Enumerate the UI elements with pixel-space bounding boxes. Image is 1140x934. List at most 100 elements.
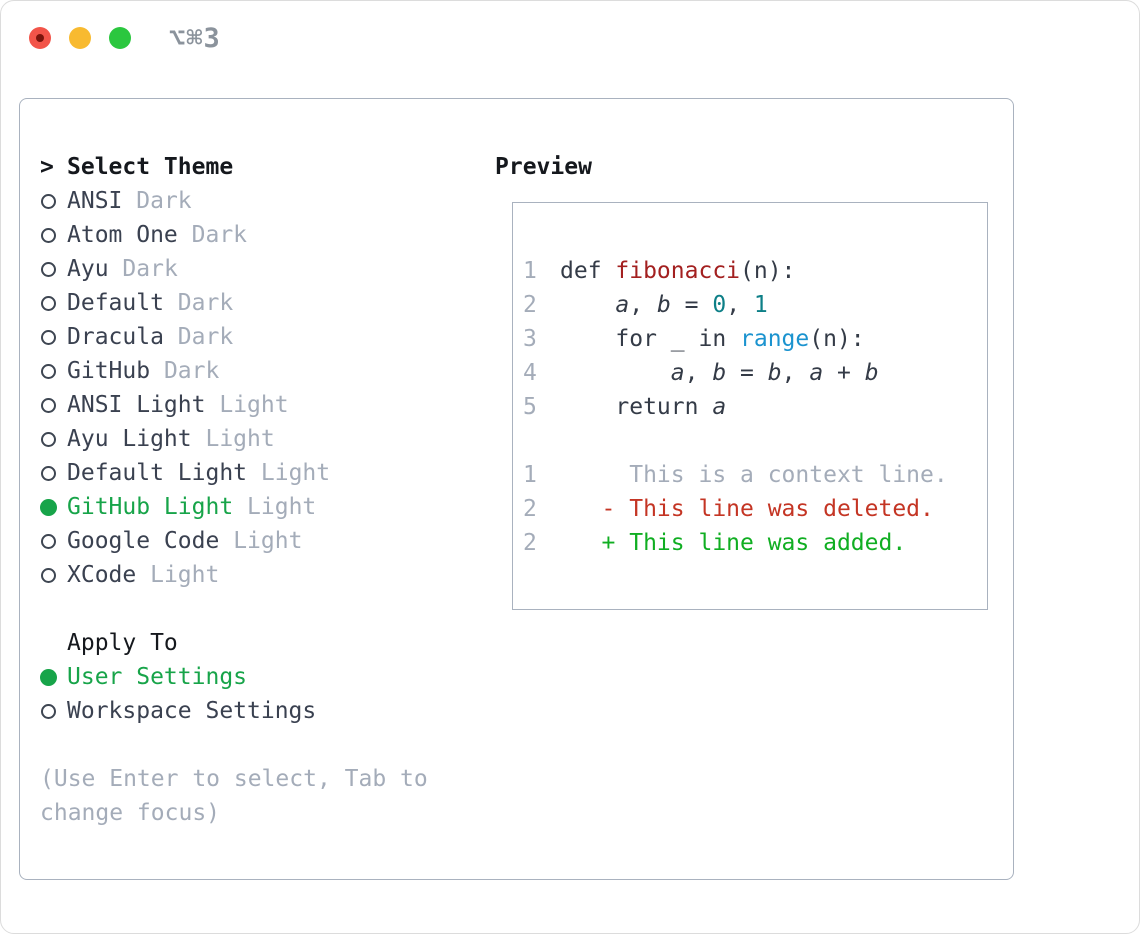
line-content: return a bbox=[560, 394, 726, 420]
line-number: 2 bbox=[523, 292, 537, 318]
theme-option[interactable]: Google Code Light bbox=[40, 524, 490, 558]
radio-marker bbox=[40, 329, 67, 345]
radio-marker bbox=[40, 193, 67, 209]
theme-option[interactable]: ANSI Light Light bbox=[40, 388, 490, 422]
theme-option[interactable]: Atom One Dark bbox=[40, 218, 490, 252]
code-token: a bbox=[670, 360, 685, 386]
preview-line: 3 for _ in range(n): bbox=[523, 322, 979, 356]
preview-line: 5 return a bbox=[523, 390, 979, 424]
radio-unselected-icon[interactable] bbox=[41, 465, 56, 481]
preview-line: 2 - This line was deleted. bbox=[523, 492, 979, 526]
line-number: 1 bbox=[523, 462, 537, 488]
theme-option[interactable]: GitHub Dark bbox=[40, 354, 490, 388]
theme-option[interactable]: GitHub Light Light bbox=[40, 490, 490, 524]
radio-marker bbox=[40, 567, 67, 583]
theme-variant: Dark bbox=[136, 188, 192, 214]
radio-marker bbox=[40, 533, 67, 549]
radio-selected-icon[interactable] bbox=[40, 498, 57, 516]
preview-line: 4 a, b = b, a + b bbox=[523, 356, 979, 390]
spacer-row bbox=[40, 728, 490, 762]
theme-variant: Light bbox=[233, 528, 303, 554]
code-token: , bbox=[629, 292, 657, 318]
code-token: + bbox=[823, 360, 865, 386]
theme-option[interactable]: Default Dark bbox=[40, 286, 490, 320]
theme-option-label: XCode Light bbox=[67, 562, 219, 588]
keyboard-hint-row: (Use Enter to select, Tab to bbox=[40, 762, 490, 796]
code-token: fibonacci bbox=[615, 258, 741, 284]
close-button-icon[interactable] bbox=[29, 27, 51, 49]
preview-title: Preview bbox=[495, 154, 592, 180]
theme-option-label: Default Dark bbox=[67, 290, 233, 316]
code-token: for _ in bbox=[560, 326, 741, 352]
theme-variant: Light bbox=[260, 460, 331, 486]
radio-unselected-icon[interactable] bbox=[41, 227, 56, 243]
radio-unselected-icon[interactable] bbox=[41, 567, 56, 583]
apply-to-option[interactable]: Workspace Settings bbox=[40, 694, 490, 728]
radio-unselected-icon[interactable] bbox=[41, 329, 56, 345]
apply-to-option-text: Workspace Settings bbox=[67, 698, 317, 724]
theme-option-label: Default Light Light bbox=[67, 460, 330, 486]
radio-unselected-icon[interactable] bbox=[41, 703, 56, 719]
theme-option[interactable]: Default Light Light bbox=[40, 456, 490, 490]
code-token: (n): bbox=[740, 258, 796, 284]
keyboard-hint-text: (Use Enter to select, Tab to bbox=[40, 766, 428, 792]
theme-option[interactable]: Ayu Light Light bbox=[40, 422, 490, 456]
radio-unselected-icon[interactable] bbox=[41, 193, 56, 209]
code-token bbox=[560, 292, 615, 318]
keyboard-hint-text: change focus) bbox=[40, 800, 221, 826]
radio-unselected-icon[interactable] bbox=[41, 397, 56, 413]
code-token: - This line was deleted. bbox=[560, 496, 934, 522]
apply-to-header: Apply To bbox=[40, 626, 490, 660]
line-number: 5 bbox=[523, 394, 537, 420]
line-content: for _ in range(n): bbox=[560, 326, 865, 352]
code-token: (n): bbox=[809, 326, 865, 352]
radio-unselected-icon[interactable] bbox=[41, 295, 56, 311]
code-token: , bbox=[726, 292, 754, 318]
line-content: - This line was deleted. bbox=[560, 496, 934, 522]
window-title: ⌥⌘3 bbox=[169, 23, 221, 54]
theme-option[interactable]: Ayu Dark bbox=[40, 252, 490, 286]
code-token bbox=[560, 360, 671, 386]
spacer-row bbox=[40, 592, 490, 626]
theme-option-label: Dracula Dark bbox=[67, 324, 233, 350]
theme-variant: Dark bbox=[191, 222, 248, 248]
line-content: a, b = b, a + b bbox=[560, 360, 879, 386]
theme-variant: Dark bbox=[122, 256, 178, 282]
radio-marker bbox=[40, 363, 67, 379]
code-token: range bbox=[740, 326, 810, 352]
code-token: b bbox=[712, 360, 727, 386]
code-token: , bbox=[781, 360, 810, 386]
preview-line bbox=[523, 424, 979, 458]
zoom-button-icon[interactable] bbox=[109, 27, 131, 49]
radio-marker bbox=[40, 261, 67, 277]
theme-name: GitHub bbox=[67, 358, 151, 384]
radio-unselected-icon[interactable] bbox=[41, 533, 56, 549]
radio-selected-icon[interactable] bbox=[40, 668, 57, 686]
theme-option-label: Atom One Dark bbox=[67, 222, 247, 248]
theme-option[interactable]: Dracula Dark bbox=[40, 320, 490, 354]
radio-unselected-icon[interactable] bbox=[41, 431, 56, 447]
preview-line: 2 a, b = 0, 1 bbox=[523, 288, 979, 322]
theme-option-label: Google Code Light bbox=[67, 528, 302, 554]
theme-name: Google Code bbox=[67, 528, 220, 554]
minimize-button-icon[interactable] bbox=[69, 27, 91, 49]
line-number: 4 bbox=[523, 360, 537, 386]
radio-unselected-icon[interactable] bbox=[41, 363, 56, 379]
theme-name: Default bbox=[67, 290, 164, 316]
theme-variant: Light bbox=[219, 392, 289, 418]
apply-to-option[interactable]: User Settings bbox=[40, 660, 490, 694]
code-token: + This line was added. bbox=[560, 530, 907, 556]
line-number: 3 bbox=[523, 326, 537, 352]
theme-variant: Light bbox=[150, 562, 220, 588]
line-number: 2 bbox=[523, 496, 537, 522]
radio-marker bbox=[40, 668, 67, 686]
theme-option[interactable]: ANSI Dark bbox=[40, 184, 490, 218]
theme-option[interactable]: XCode Light bbox=[40, 558, 490, 592]
radio-unselected-icon[interactable] bbox=[41, 261, 56, 277]
apply-to-title: Apply To bbox=[67, 630, 178, 656]
line-content: + This line was added. bbox=[560, 530, 907, 556]
code-token: b bbox=[864, 360, 879, 386]
theme-variant: Light bbox=[247, 494, 317, 520]
